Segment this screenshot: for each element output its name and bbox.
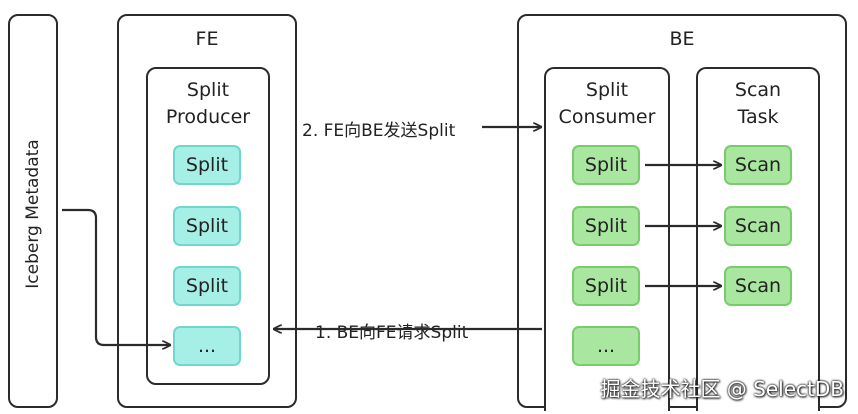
be-split-chip: Split bbox=[572, 266, 640, 306]
fe-split-chip: Split bbox=[173, 145, 241, 185]
split-consumer-title-line1: Split bbox=[585, 79, 629, 101]
be-split-chip: Split bbox=[572, 206, 640, 246]
fe-to-be-label: 2. FE向BE发送Split bbox=[302, 121, 456, 141]
fe-split-chip: Split bbox=[173, 266, 241, 306]
iceberg-to-split-arrow bbox=[62, 208, 170, 345]
split-producer-title-line1: Split bbox=[186, 79, 230, 101]
split-producer-title-line2: Producer bbox=[165, 106, 251, 128]
scan-chip: Scan bbox=[724, 266, 792, 306]
be-title: BE bbox=[669, 28, 695, 50]
watermark: 掘金技术社区 @ SelectDB bbox=[600, 377, 844, 401]
be-split-chip: Split bbox=[572, 145, 640, 185]
fe-split-chip-ellipsis: ... bbox=[173, 326, 241, 366]
be-split-chip-ellipsis: ... bbox=[572, 326, 640, 366]
split-consumer-title-line2: Consumer bbox=[558, 106, 656, 128]
scan-task-title-line1: Scan bbox=[734, 79, 782, 101]
iceberg-metadata-box bbox=[8, 14, 58, 408]
fe-split-chip: Split bbox=[173, 206, 241, 246]
fe-title: FE bbox=[195, 28, 219, 50]
scan-chip: Scan bbox=[724, 206, 792, 246]
scan-task-title-line2: Task bbox=[737, 106, 779, 128]
scan-chip: Scan bbox=[724, 145, 792, 185]
